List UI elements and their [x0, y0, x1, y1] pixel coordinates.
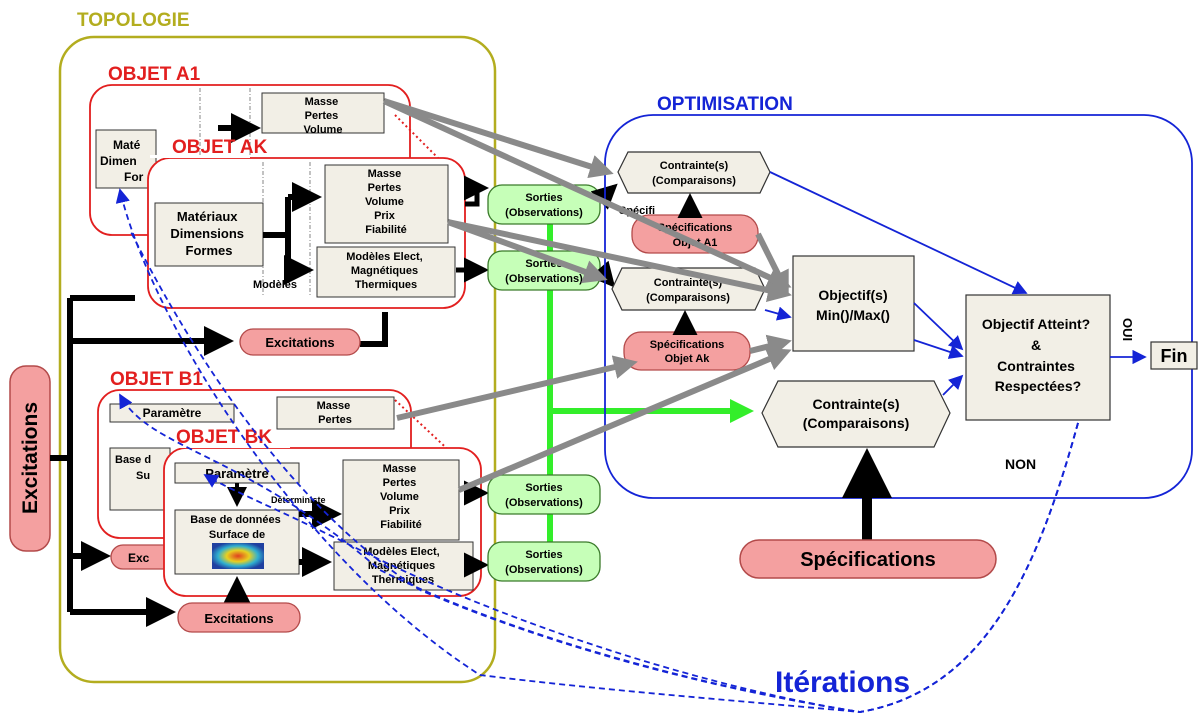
svg-text:Sorties(Observations): Sorties(Observations): [505, 192, 583, 219]
sorties-inputs: [456, 175, 489, 578]
excitations-ak: Excitations: [239, 328, 361, 356]
specifications-label: Spécifications: [800, 549, 936, 571]
sorties-box-3: Sorties(Observations): [487, 474, 601, 515]
objet-ak-title: Objet Ak: [172, 137, 268, 158]
sorties-box-2: Sorties(Observations): [487, 250, 601, 291]
excitations-bk: Excitations: [177, 602, 301, 633]
topologie-panel: Topologie: [58, 10, 497, 684]
svg-text:Contrainte(s)(Comparaisons): Contrainte(s)(Comparaisons): [803, 396, 910, 431]
objet-ak-models-label: Modèles: [253, 279, 297, 291]
surface-plot-icon: [212, 543, 264, 569]
decision-box: Objectif Atteint? & Contraintes Respecté…: [965, 294, 1111, 421]
svg-text:Contrainte(s)(Comparaisons): Contrainte(s)(Comparaisons): [652, 160, 736, 187]
iteration-loops: [115, 188, 1079, 713]
objet-b1-title: Objet B1: [110, 369, 203, 390]
contrainte-box-3: Contrainte(s)(Comparaisons): [761, 380, 951, 448]
objet-a1-title: Objet A1: [108, 64, 201, 85]
excitations-b1-label: Exc: [128, 551, 150, 565]
sorties-box-4: Sorties(Observations): [487, 541, 601, 582]
objet-bk-db: Base de données Surface de: [190, 514, 284, 541]
excitations-main-label: Excitations: [19, 402, 42, 514]
svg-text:Sorties(Observations): Sorties(Observations): [505, 549, 583, 576]
objet-bk-outputs: Masse Pertes Volume Prix Fiabilité: [380, 463, 422, 531]
sorties-box-1: Sorties(Observations): [487, 184, 601, 225]
svg-text:Contrainte(s)(Comparaisons): Contrainte(s)(Comparaisons): [646, 277, 730, 304]
objet-bk: Objet Bk Paramètre Base de données Surfa…: [163, 427, 482, 606]
objet-bk-deterministe: Déterministe: [271, 495, 326, 505]
specifications-main: Spécifications: [739, 448, 997, 579]
optimisation-flow: [764, 171, 1147, 396]
objet-ak-inputs: Matériaux Dimensions Formes: [170, 209, 247, 258]
oui-label: OUI: [1120, 318, 1135, 341]
optimisation-panel: Optimisation: [604, 94, 1193, 499]
iterations-label: Itérations: [775, 666, 910, 699]
objet-a1-outputs: Masse Pertes Volume: [304, 96, 343, 136]
objet-ak-outputs: Masse Pertes Volume Prix Fiabilité: [365, 168, 407, 236]
objet-bk-title: Objet Bk: [176, 427, 272, 448]
objet-ak-models: Modèles Elect, Magnétiques Thermiques: [346, 251, 425, 291]
svg-text:Sorties(Observations): Sorties(Observations): [505, 258, 583, 285]
contrainte-box-1: Contrainte(s)(Comparaisons): [617, 151, 771, 194]
objet-a1-inputs: Maté Dimen For: [100, 138, 144, 184]
svg-text:Objectif Atteint? &: Objectif Atteint? & Contraintes Respecté…: [982, 316, 1094, 394]
non-label: NON: [1005, 456, 1036, 472]
objectif-box: Objectif(s)Min()/Max(): [792, 255, 915, 352]
optimisation-title: Optimisation: [657, 94, 793, 115]
svg-text:Objectif(s)Min()/Max(): Objectif(s)Min()/Max(): [816, 287, 890, 323]
excitations-ak-label: Excitations: [265, 335, 334, 350]
objet-ak: Objet Ak Matériaux Dimensions Formes Mas…: [147, 137, 466, 309]
excitation-lines: [50, 295, 388, 627]
fin-label: Fin: [1161, 346, 1188, 366]
objet-b1-param: Paramètre: [143, 406, 202, 420]
topologie-title: Topologie: [77, 10, 190, 31]
objet-b1-outputs: Masse Pertes: [317, 400, 354, 426]
objet-bk-param: Paramètre: [205, 466, 269, 481]
svg-text:Sorties(Observations): Sorties(Observations): [505, 482, 583, 509]
objet-b1-db: Base d Su: [115, 454, 154, 482]
grey-flow-arrows: [382, 98, 792, 493]
fin-box: Fin: [1150, 341, 1198, 370]
excitations-bk-label: Excitations: [204, 611, 273, 626]
excitations-main: Excitations: [9, 365, 51, 552]
